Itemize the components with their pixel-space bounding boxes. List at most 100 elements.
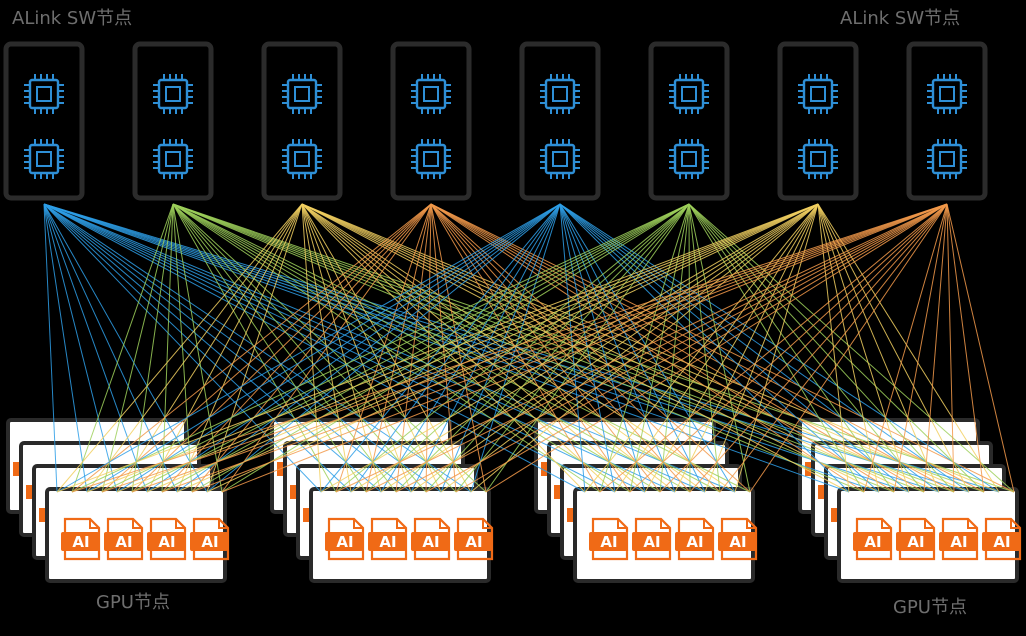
- alink-sw-node: [777, 41, 859, 201]
- alink-link: [131, 203, 174, 493]
- cpu-chip-icon: [282, 74, 322, 114]
- alink-link: [301, 203, 646, 493]
- alink-link: [43, 203, 148, 493]
- alink-link: [86, 203, 819, 493]
- sw-node-label-right: ALink SW节点: [840, 8, 961, 29]
- alink-link: [817, 203, 970, 493]
- alink-link: [43, 203, 736, 493]
- alink-link: [131, 203, 948, 493]
- alink-link: [425, 203, 690, 493]
- cpu-chip-icon: [411, 139, 451, 179]
- alink-link: [430, 203, 691, 493]
- alink-link: [176, 203, 303, 493]
- alink-link: [43, 203, 1000, 493]
- ai-badge-label: AI: [643, 533, 660, 551]
- alink-link: [893, 203, 948, 493]
- alink-link: [425, 203, 948, 493]
- alink-link: [43, 203, 970, 493]
- alink-link: [43, 203, 208, 493]
- sw-node-label-left: ALink SW节点: [12, 8, 133, 29]
- alink-link: [946, 203, 1015, 493]
- alink-sw-node: [648, 41, 730, 201]
- ai-badge-label: AI: [864, 533, 881, 551]
- alink-link: [455, 203, 948, 493]
- alink-link: [71, 203, 174, 493]
- ai-chip-icon: AI: [325, 517, 365, 561]
- ai-chip-icon: AI: [632, 517, 672, 561]
- alink-link: [301, 203, 970, 493]
- alink-link: [172, 203, 427, 493]
- alink-link: [410, 203, 561, 493]
- alink-sw-node: [519, 41, 601, 201]
- alink-link: [71, 203, 432, 493]
- alink-link: [734, 203, 819, 493]
- alink-link: [430, 203, 661, 493]
- alink-link: [301, 203, 940, 493]
- alink-link: [817, 203, 910, 493]
- cpu-chip-icon: [540, 139, 580, 179]
- alink-link: [172, 203, 721, 493]
- alink-link: [206, 203, 819, 493]
- alink-link: [86, 203, 303, 493]
- alink-link: [719, 203, 948, 493]
- alink-link: [131, 203, 690, 493]
- alink-link: [116, 203, 303, 493]
- alink-link: [430, 203, 457, 493]
- alink-link: [43, 203, 940, 493]
- alink-link: [161, 203, 690, 493]
- alink-link: [559, 203, 646, 493]
- alink-link: [43, 203, 910, 493]
- alink-link: [161, 203, 174, 493]
- alink-link: [101, 203, 690, 493]
- alink-link: [629, 203, 948, 493]
- ai-chip-icon: AI: [411, 517, 451, 561]
- alink-link: [71, 203, 690, 493]
- alink-link: [689, 203, 948, 493]
- alink-link: [301, 203, 412, 493]
- alink-link: [430, 203, 721, 493]
- alink-link: [559, 203, 736, 493]
- cpu-chip-icon: [798, 74, 838, 114]
- cpu-chip-icon: [24, 74, 64, 114]
- alink-link: [206, 203, 561, 493]
- alink-link: [470, 203, 561, 493]
- alink-link: [946, 203, 955, 493]
- alink-link: [688, 203, 691, 493]
- alink-link: [946, 203, 985, 493]
- alink-link: [688, 203, 895, 493]
- cpu-chip-icon: [282, 139, 322, 179]
- alink-link: [301, 203, 676, 493]
- cpu-chip-icon: [411, 74, 451, 114]
- alink-link: [365, 203, 948, 493]
- alink-link: [559, 203, 676, 493]
- alink-link: [43, 203, 382, 493]
- alink-sw-node: [132, 41, 214, 201]
- alink-link: [43, 203, 442, 493]
- alink-link: [116, 203, 561, 493]
- alink-link: [172, 203, 751, 493]
- alink-link: [430, 203, 631, 493]
- alink-link: [172, 203, 457, 493]
- alink-link: [146, 203, 561, 493]
- alink-link: [43, 203, 118, 493]
- ai-chip-icon: AI: [368, 517, 408, 561]
- alink-link: [221, 203, 948, 493]
- alink-link: [116, 203, 819, 493]
- alink-link: [172, 203, 661, 493]
- ai-chip-icon: AI: [190, 517, 230, 561]
- alink-link: [380, 203, 819, 493]
- alink-link: [172, 203, 223, 493]
- alink-link: [425, 203, 432, 493]
- alink-link: [301, 203, 706, 493]
- alink-link: [43, 203, 88, 493]
- alink-link: [688, 203, 985, 493]
- alink-link: [688, 203, 1015, 493]
- ai-badge-label: AI: [115, 533, 132, 551]
- alink-link: [131, 203, 432, 493]
- cpu-chip-icon: [153, 74, 193, 114]
- alink-link: [172, 203, 397, 493]
- alink-link: [410, 203, 819, 493]
